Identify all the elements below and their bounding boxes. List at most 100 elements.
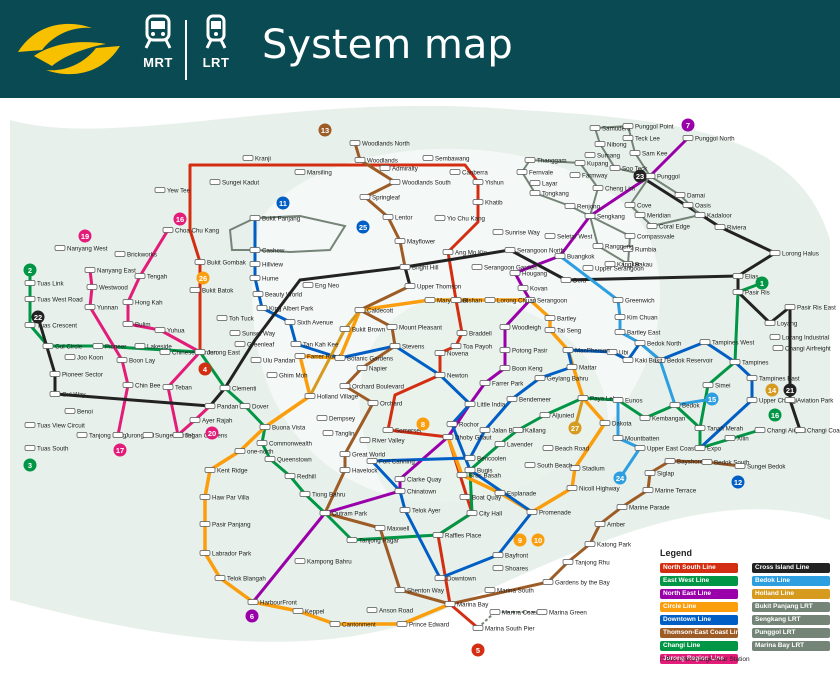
station-seletar-west[interactable]: Seletar West [544,233,593,241]
station-mattar[interactable]: Mattar [566,364,597,372]
station-hong-kah[interactable]: Hong Kah [122,299,163,307]
station-defu[interactable]: Defu [560,277,587,285]
station-river-valley[interactable]: River Valley [359,437,405,445]
station-coral-edge[interactable]: Coral Edge [646,223,691,231]
station-telok-ayer[interactable]: Telok Ayer [399,507,440,515]
station-botanic-gardens[interactable]: Botanic Gardens [334,355,393,363]
station-serangoon-garden[interactable]: Serangoon Garden [471,264,537,272]
station-renjong[interactable]: Renjong [564,203,601,211]
station-admiralty[interactable]: Admiralty [379,165,419,173]
station-king-albert-park[interactable]: King Albert Park [256,305,314,313]
station-clarke-quay[interactable]: Clarke Quay [394,476,442,484]
station-geylang-bahru[interactable]: Geylang Bahru [534,375,589,383]
station-nibong[interactable]: Nibong [594,141,627,149]
station-outram-park[interactable]: Outram Park [319,510,368,518]
station-hume[interactable]: Hume [249,275,279,283]
station-kembangan[interactable]: Kembangan [639,415,686,423]
station-kangkar[interactable]: Kangkar [604,261,640,269]
station-bedok[interactable]: Bedok [669,402,700,410]
station-tiong-bahru[interactable]: Tiong Bahru [299,491,346,499]
station-dhoby-ghaut[interactable]: Dhoby Ghaut [442,434,492,442]
station-sungei-kadut[interactable]: Sungei Kadut [209,179,259,187]
station-loyang[interactable]: Loyang [764,320,798,328]
station-cove[interactable]: Cove [624,202,652,210]
station-tongkang[interactable]: Tongkang [529,190,569,198]
station-bartley-east[interactable]: Bartley East [614,329,661,337]
station-hougang[interactable]: Hougang [509,270,548,278]
station-bendemeer[interactable]: Bendemeer [506,396,551,404]
station-ghim-moh[interactable]: Ghim Moh [266,372,308,380]
station-westwood[interactable]: Westwood [86,284,128,292]
station-fernvale[interactable]: Fernvale [516,169,554,177]
station-bukit-panjang[interactable]: Bukit Panjang [249,215,301,223]
station-novena[interactable]: Novena [434,350,469,358]
station-bartley[interactable]: Bartley [544,315,577,323]
station-shoares[interactable]: Shoares [492,565,528,573]
station-boon-lay[interactable]: Boon Lay [116,357,156,365]
station-gul-circle[interactable]: Gul Circle [42,343,83,351]
station-mountbatten[interactable]: Mountbatten [612,435,660,443]
station-kent-ridge[interactable]: Kent Ridge [204,467,248,475]
station-cashew[interactable]: Cashew [249,247,285,255]
station-khatib[interactable]: Khatib [472,199,503,207]
station-mayflower[interactable]: Mayflower [394,238,435,246]
station-somerset[interactable]: Somerset [382,427,422,435]
station-marina-green[interactable]: Marina Green [536,609,587,617]
station-kaki-bukit[interactable]: Kaki Bukit [622,357,663,365]
station-bukit-batok[interactable]: Bukit Batok [189,287,234,295]
station-gardens-by-the-bay[interactable]: Gardens by the Bay [542,579,611,587]
station-rumbia[interactable]: Rumbia [622,246,657,254]
station-promenade[interactable]: Promenade [526,509,572,517]
station-tai-seng[interactable]: Tai Seng [544,327,582,335]
station-one-north[interactable]: one-north [234,448,274,456]
station-pasir-panjang[interactable]: Pasir Panjang [199,521,251,529]
station-tanjong-kling[interactable]: Tanjong Kling [76,432,127,440]
station-beauty-world[interactable]: Beauty World [252,291,303,299]
station-joo-koon[interactable]: Joo Koon [64,354,104,362]
station-sungei-bedok[interactable]: Sungei Bedok [734,463,786,471]
station-marine-parade[interactable]: Marine Parade [616,504,670,512]
station-lentor[interactable]: Lentor [382,214,413,222]
station-paya-lebar[interactable]: Paya Lebar [577,395,622,403]
station-pioneer-sector[interactable]: Pioneer Sector [49,371,103,379]
station-upper-serangoon[interactable]: Upper Serangoon [582,265,644,273]
station-upper-changi[interactable]: Upper Changi [746,397,797,405]
station-yishun[interactable]: Yishun [472,179,504,187]
station-farmway[interactable]: Farmway [569,172,608,180]
station-woodlands-south[interactable]: Woodlands South [389,179,451,187]
station-haw-par-villa[interactable]: Haw Par Villa [199,494,250,502]
station-sunset-way[interactable]: Sunset Way [229,330,276,338]
station-chin-bee[interactable]: Chin Bee [122,382,161,390]
station-esplanade[interactable]: Esplanade [494,490,537,498]
station-bedok-reservoir[interactable]: Bedok Reservoir [654,357,713,365]
station-jurong-hill[interactable]: Jurong Hill [112,432,154,440]
station-marina-bay[interactable]: Marina Bay [444,601,489,609]
station-kadaloor[interactable]: Kadaloor [694,212,732,220]
station-eng-neo[interactable]: Eng Neo [302,282,340,290]
station-lorong-chuan[interactable]: Lorong Chuan [484,297,537,305]
station-serangoon[interactable]: Serangoon [524,297,568,305]
station-samudera[interactable]: Samudera [589,125,631,133]
station-expo[interactable]: Expo [694,445,722,453]
station-loyang-industrial[interactable]: Loyang Industrial [769,334,829,342]
station-bencoolen[interactable]: Bencoolen [464,455,507,463]
station-napier[interactable]: Napier [356,365,387,373]
station-bishan[interactable]: Bishan [450,297,482,305]
station-toa-payoh[interactable]: Toa Payoh [450,343,493,351]
station-prince-edward[interactable]: Prince Edward [396,621,450,629]
station-nanyang-west[interactable]: Nanyang West [54,245,108,253]
station-eunos[interactable]: Eunos [612,397,643,405]
station-stadium[interactable]: Stadium [569,465,605,473]
station-nanyang-east[interactable]: Nanyang East [84,267,136,275]
station-woodlands-north[interactable]: Woodlands North [349,140,410,148]
station-little-india[interactable]: Little India [464,401,506,409]
station-anson-road[interactable]: Anson Road [366,607,414,615]
station-cantonment[interactable]: Cantonment [329,621,376,629]
station-bulim[interactable]: Bulim [122,321,150,329]
station-changi-airfreight[interactable]: Changi Airfreight [772,345,831,353]
station-greenwich[interactable]: Greenwich [612,297,655,305]
station-havelock[interactable]: Havelock [339,467,378,475]
station-ayer-rajah[interactable]: Ayer Rajah [189,417,233,425]
station-beach-road[interactable]: Beach Road [542,445,590,453]
station-jurong-east[interactable]: Jurong East [194,349,240,357]
